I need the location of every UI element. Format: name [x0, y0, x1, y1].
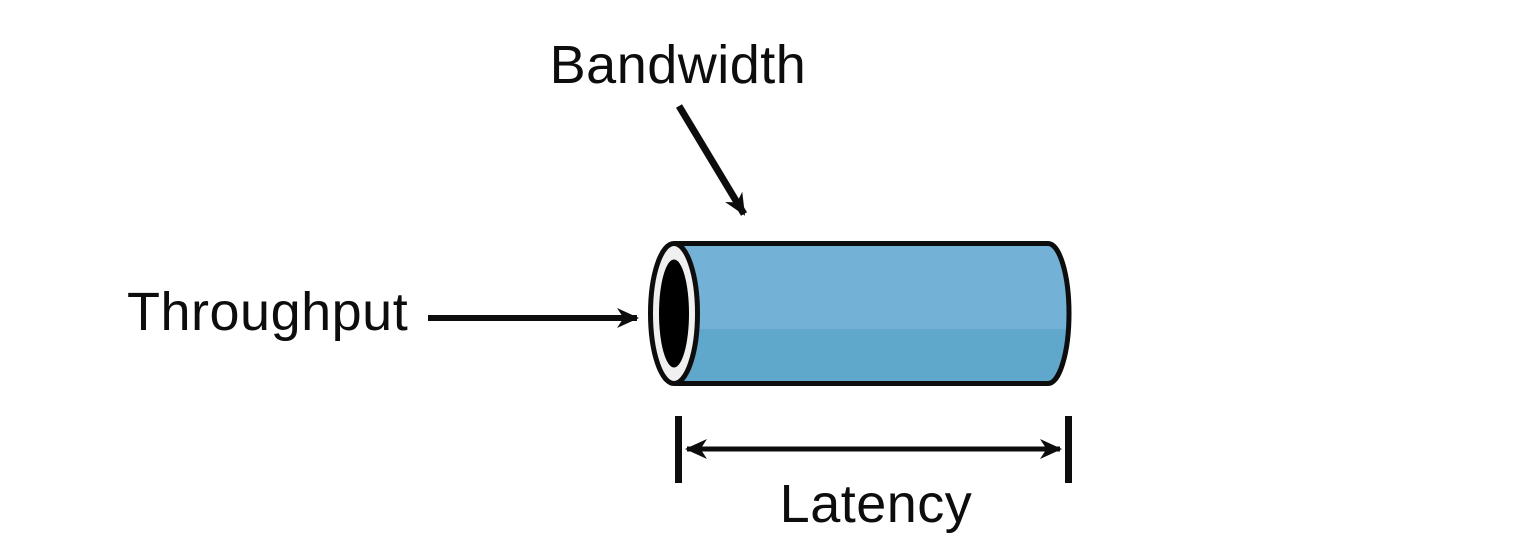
bandwidth-arrow: [676, 104, 747, 216]
latency-dimension-arrow: [675, 416, 1072, 483]
pipe-outline: [674, 241, 1072, 386]
pipe-body-shading: [674, 329, 1069, 384]
pipe-opening-hole: [659, 259, 689, 368]
bandwidth-label: Bandwidth: [549, 35, 807, 95]
latency-label: Latency: [779, 474, 973, 534]
throughput-label: Throughput: [127, 282, 409, 342]
pipe-cylinder: [648, 241, 1072, 386]
